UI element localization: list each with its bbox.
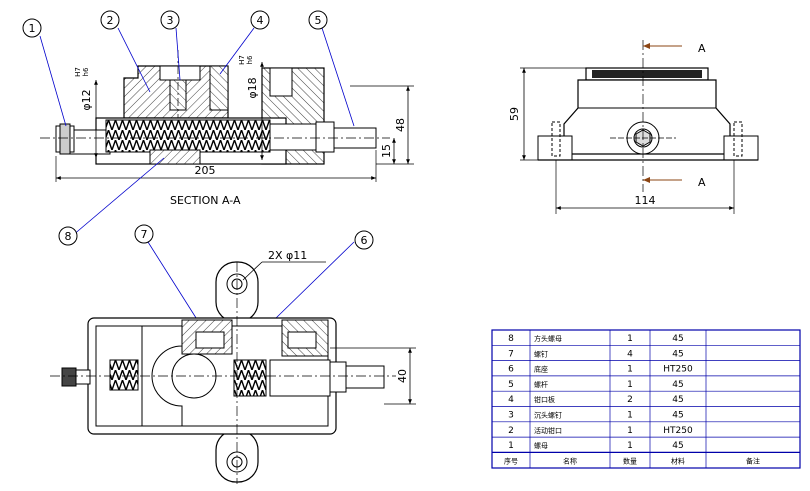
fit-h7-1: H7: [74, 67, 82, 77]
balloon-4: 4: [257, 14, 264, 27]
table-cell-material: 45: [672, 411, 683, 421]
table-cell-material: 45: [672, 380, 683, 390]
balloon-8: 8: [65, 230, 72, 243]
section-arrow-top-label: A: [698, 42, 706, 55]
dim-height-48: 48: [394, 118, 407, 132]
table-cell-qty: 1: [627, 334, 633, 344]
balloon-1: 1: [29, 22, 36, 35]
fit-h6-2: h6: [246, 55, 254, 64]
table-cell-name: 螺母: [534, 441, 548, 450]
table-cell-material: HT250: [663, 426, 693, 436]
table-cell-no: 4: [508, 395, 514, 405]
table-header-name: 名称: [563, 456, 577, 465]
dim-dia-12: φ12: [80, 89, 93, 110]
table-cell-name: 螺杆: [534, 380, 548, 389]
parts-table: [491, 329, 801, 469]
table-cell-name: 沉头螺钉: [534, 411, 562, 420]
table-cell-no: 1: [508, 441, 514, 451]
section-label: SECTION A-A: [170, 194, 241, 207]
table-cell-material: 45: [672, 395, 683, 405]
table-cell-no: 8: [508, 334, 514, 344]
dim-overall-length: 205: [195, 164, 216, 177]
table-cell-no: 3: [508, 411, 514, 421]
table-header-qty: 数量: [623, 456, 637, 465]
table-cell-material: 45: [672, 441, 683, 451]
table-cell-qty: 1: [627, 380, 633, 390]
table-cell-no: 6: [508, 365, 514, 375]
table-cell-name: 钳口板: [534, 395, 555, 404]
balloon-6: 6: [361, 234, 368, 247]
table-cell-qty: 1: [627, 441, 633, 451]
dim-height-15: 15: [380, 144, 393, 158]
table-cell-no: 7: [508, 349, 514, 359]
table-cell-no: 2: [508, 426, 514, 436]
table-cell-material: HT250: [663, 365, 693, 375]
table-cell-name: 螺钉: [534, 349, 548, 358]
dim-dia-18: φ18: [246, 77, 259, 98]
dim-width-40: 40: [396, 369, 409, 383]
balloon-3: 3: [167, 14, 174, 27]
balloon-5: 5: [315, 14, 322, 27]
dim-height-59: 59: [508, 107, 521, 121]
section-arrow-bottom-label: A: [698, 176, 706, 189]
side-view: A A 59 114: [508, 40, 759, 214]
table-cell-name: 方头螺母: [534, 334, 562, 343]
fit-h7-2: H7: [238, 55, 246, 65]
table-cell-name: 活动钳口: [534, 426, 562, 435]
table-cell-material: 45: [672, 334, 683, 344]
table-cell-qty: 1: [627, 411, 633, 421]
top-view: 40 2X φ11: [50, 249, 416, 484]
dim-width-114: 114: [635, 194, 656, 207]
parts-table-grid: [492, 330, 800, 468]
balloon-2: 2: [107, 14, 114, 27]
table-cell-qty: 1: [627, 426, 633, 436]
table-header-remark: 备注: [746, 456, 760, 465]
table-cell-qty: 2: [627, 395, 633, 405]
table-cell-material: 45: [672, 349, 683, 359]
table-cell-no: 5: [508, 380, 514, 390]
table-cell-qty: 1: [627, 365, 633, 375]
balloons: 1 2 3 4 5 6 7 8: [22, 10, 374, 341]
balloon-7: 7: [141, 228, 148, 241]
table-header-material: 材料: [671, 456, 685, 465]
table-cell-qty: 4: [627, 349, 633, 359]
section-view: 205 48 15 φ12 H7 h6 φ18 H7 h6 SECTION A-…: [40, 50, 414, 207]
dim-holes: 2X φ11: [268, 249, 307, 262]
table-cell-name: 底座: [534, 365, 548, 374]
fit-h6-1: h6: [82, 67, 90, 76]
table-header-no: 序号: [504, 456, 518, 465]
